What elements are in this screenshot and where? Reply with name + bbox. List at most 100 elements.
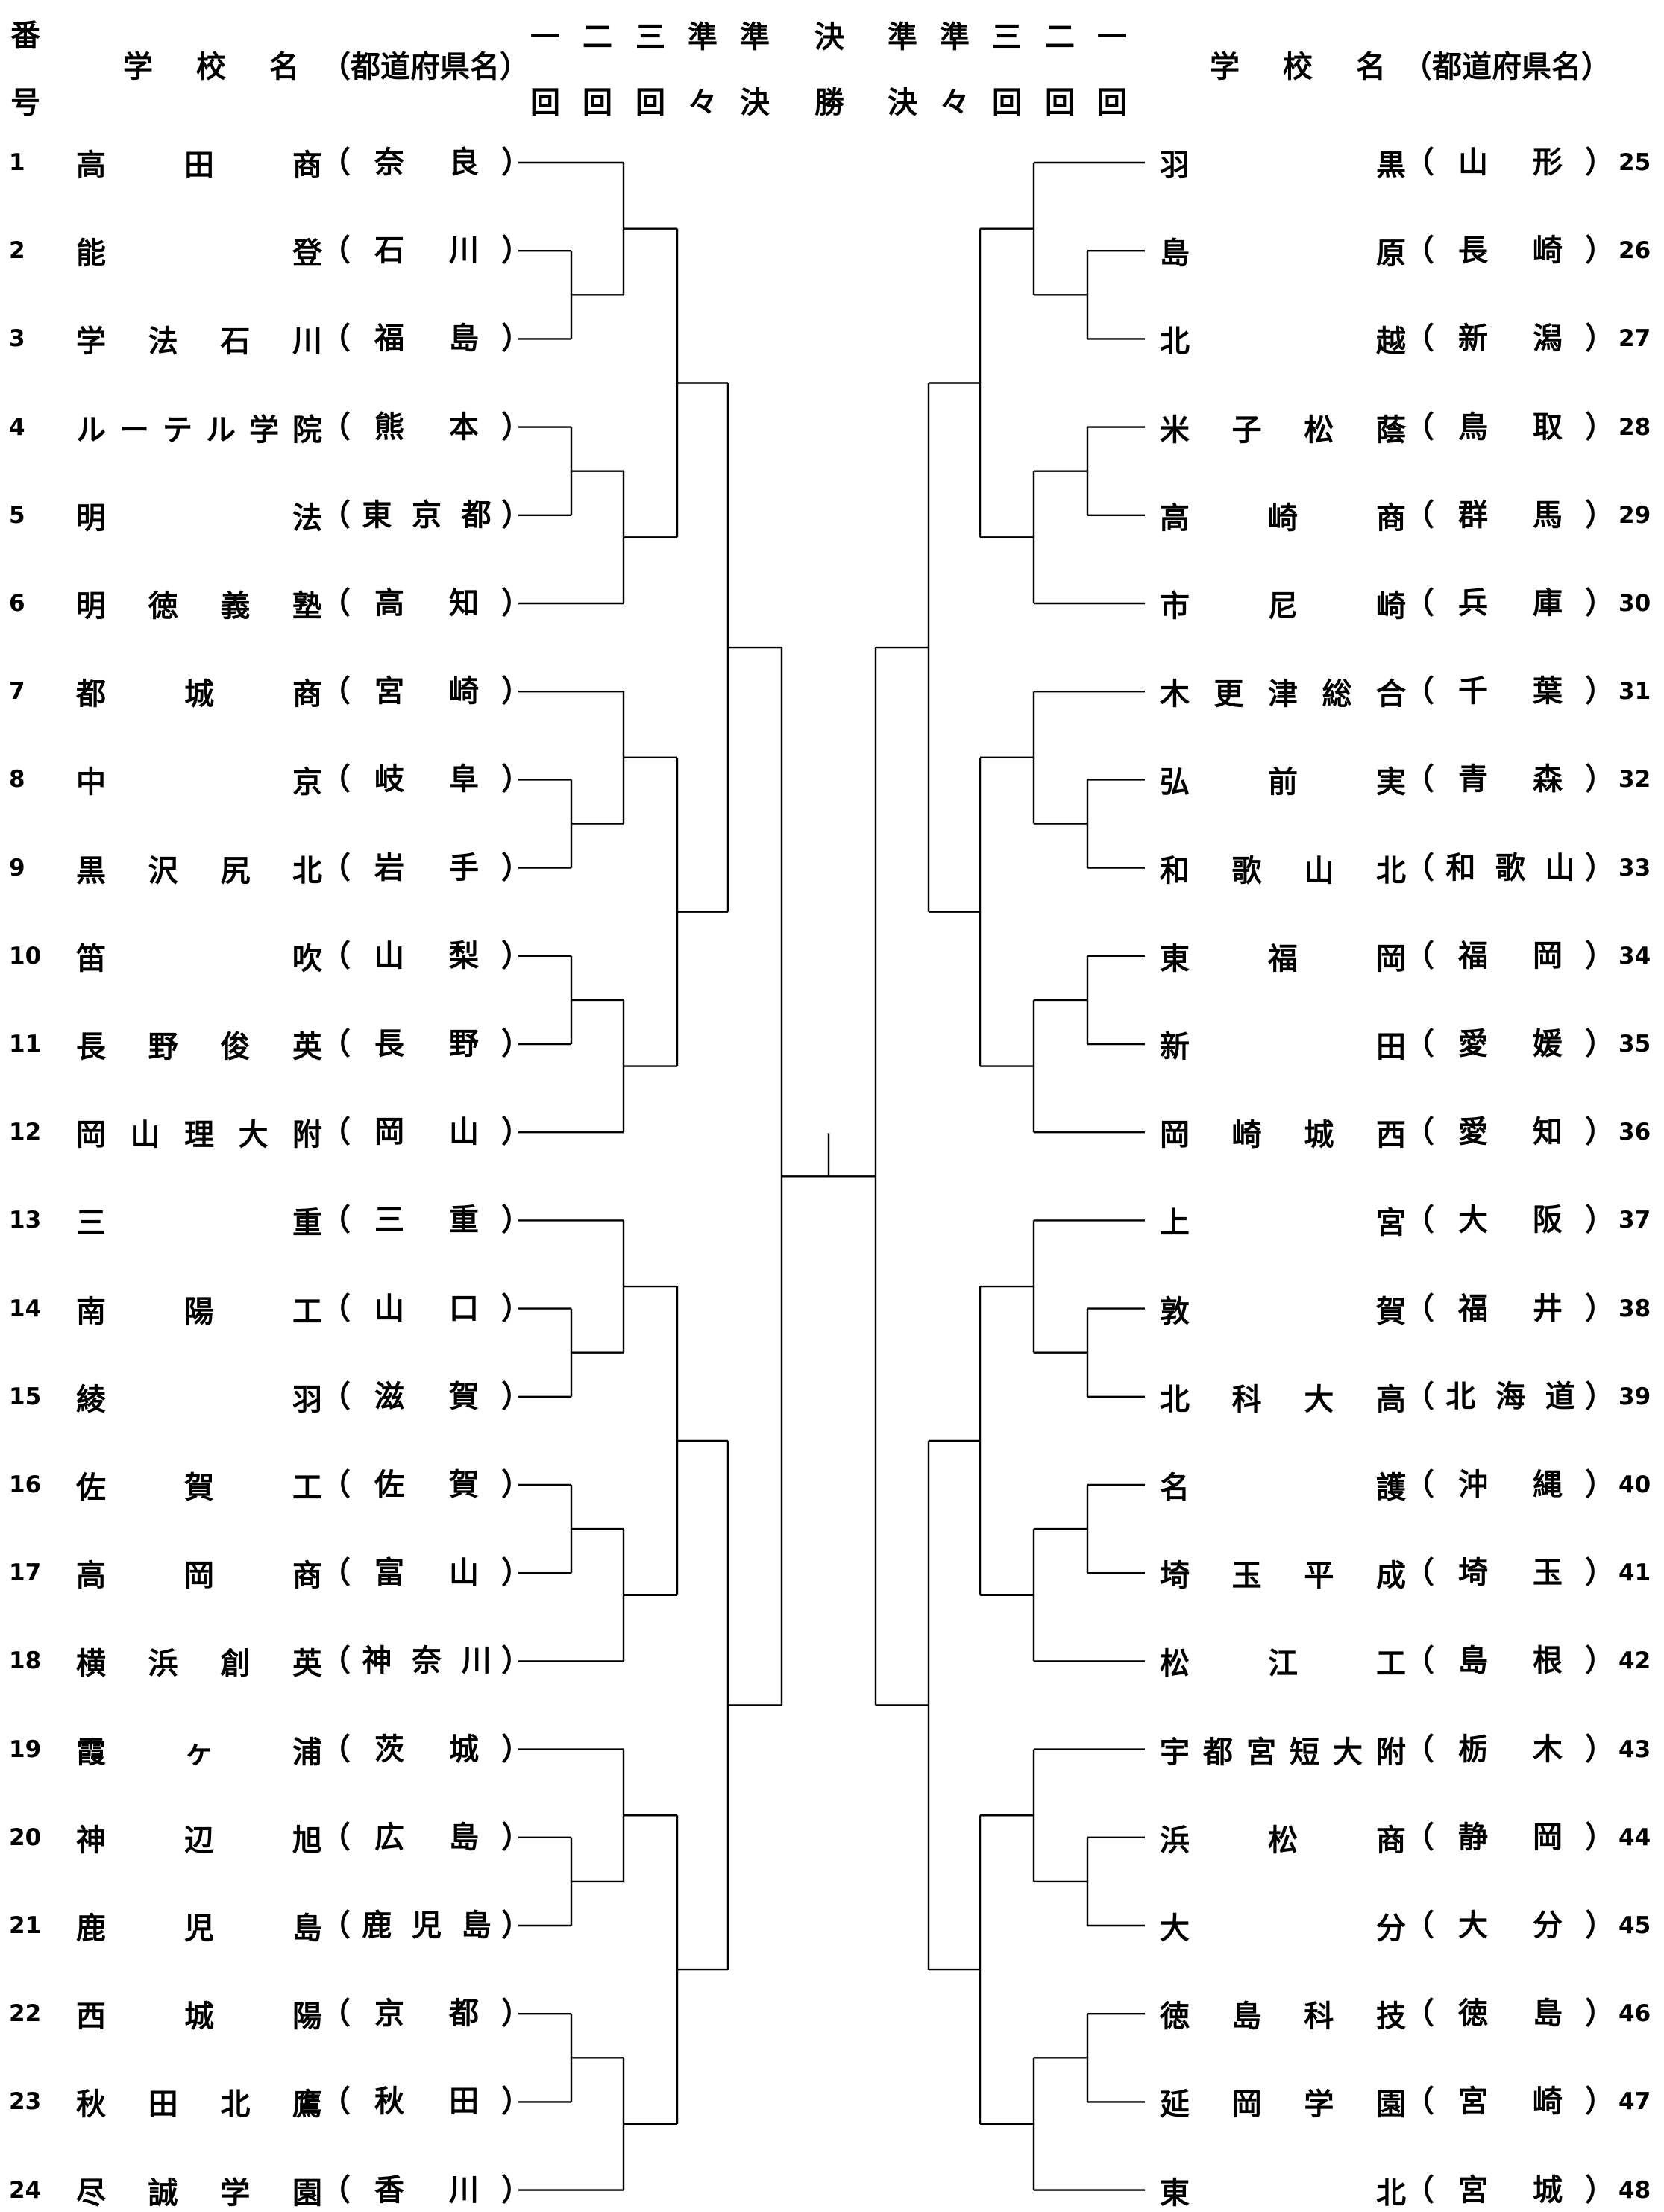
school-name: 敦賀 (1160, 1294, 1406, 1329)
team-number: 35 (1619, 1031, 1651, 1058)
school-name: 横浜創英 (76, 1647, 322, 1682)
team-number: 6 (9, 590, 25, 617)
prefecture: （福島） (321, 321, 531, 356)
prefecture: （島根） (1404, 1644, 1615, 1679)
team-number: 7 (9, 678, 25, 706)
prefecture: （石川） (321, 233, 531, 268)
team-number: 45 (1619, 1912, 1651, 1939)
prefecture: （千葉） (1404, 674, 1615, 709)
school-name: 北越 (1160, 324, 1406, 359)
team-number: 38 (1619, 1295, 1651, 1322)
team-number: 29 (1619, 501, 1651, 529)
school-name-header-left: 学 校 名 (123, 50, 315, 84)
school-name: 東北 (1160, 2175, 1406, 2211)
school-name: ルーテル学院 (76, 412, 322, 447)
team-number: 20 (9, 1823, 42, 1851)
school-name: 秋田北鷹 (76, 2087, 322, 2123)
school-name: 松江工 (1160, 1647, 1406, 1682)
school-name: 神辺旭 (76, 1823, 322, 1858)
prefecture: （奈良） (321, 145, 531, 180)
school-name: 三重 (76, 1206, 322, 1241)
team-number: 16 (9, 1471, 42, 1498)
prefecture: （埼玉） (1404, 1556, 1615, 1591)
prefecture: （和歌山） (1404, 850, 1615, 885)
prefecture: （福井） (1404, 1291, 1615, 1326)
prefecture: （愛知） (1404, 1115, 1615, 1150)
team-number: 40 (1619, 1471, 1651, 1498)
prefecture: （兵庫） (1404, 586, 1615, 620)
round-header-left-0-top: 一 (530, 20, 560, 54)
team-number: 14 (9, 1295, 42, 1322)
team-number: 10 (9, 942, 42, 970)
round-header-right-0-top: 準 (888, 20, 917, 54)
school-name: 大分 (1160, 1911, 1406, 1946)
prefecture: （岡山） (321, 1115, 531, 1150)
prefecture-header-right: （都道府県名） (1402, 50, 1611, 84)
school-name: 都城商 (76, 677, 322, 712)
team-number: 43 (1619, 1735, 1651, 1763)
round-header-left-3-bottom: 々 (688, 86, 718, 120)
team-number: 47 (1619, 2088, 1651, 2116)
team-number: 42 (1619, 1647, 1651, 1675)
round-header-right-0-bottom: 決 (888, 86, 917, 120)
school-name: 西城陽 (76, 1999, 322, 2035)
round-header-left-2-bottom: 回 (635, 86, 665, 120)
prefecture: （福岡） (1404, 938, 1615, 973)
round-header-right-1-bottom: 々 (940, 86, 970, 120)
school-name: 弘前実 (1160, 765, 1406, 800)
team-number: 13 (9, 1207, 42, 1234)
prefecture-header-left: （都道府県名） (321, 50, 530, 84)
school-name: 明徳義塾 (76, 589, 322, 623)
school-name-header-right: 学 校 名 (1210, 50, 1402, 84)
team-number: 32 (1619, 766, 1651, 794)
school-name: 埼玉平成 (1160, 1559, 1406, 1594)
round-header-left-5-bottom: 勝 (814, 86, 844, 120)
team-number: 1 (9, 149, 25, 176)
team-number: 36 (1619, 1119, 1651, 1146)
school-name: 佐賀工 (76, 1471, 322, 1505)
team-number: 33 (1619, 854, 1651, 882)
team-number: 31 (1619, 678, 1651, 706)
round-header-right-2-bottom: 回 (992, 86, 1022, 120)
number-header-bottom: 号 (10, 86, 40, 120)
prefecture: （宮崎） (321, 674, 531, 709)
team-number: 12 (9, 1119, 42, 1146)
round-header-left-0-bottom: 回 (530, 86, 560, 120)
school-name: 岡山理大附 (76, 1118, 322, 1153)
team-number: 26 (1619, 237, 1651, 265)
prefecture: （宮崎） (1404, 2084, 1615, 2120)
round-header-right-2-top: 三 (992, 20, 1022, 54)
prefecture: （群馬） (1404, 497, 1615, 532)
prefecture: （大分） (1404, 1908, 1615, 1943)
prefecture: （静岡） (1404, 1820, 1615, 1855)
prefecture: （北海道） (1404, 1379, 1615, 1414)
prefecture: （佐賀） (321, 1468, 531, 1502)
prefecture: （高知） (321, 586, 531, 620)
team-number: 28 (1619, 413, 1651, 441)
number-header-top: 番 (10, 19, 40, 53)
team-number: 34 (1619, 942, 1651, 970)
round-header-left-2-top: 三 (635, 20, 665, 54)
team-number: 39 (1619, 1383, 1651, 1410)
prefecture: （茨城） (321, 1732, 531, 1767)
prefecture: （徳島） (1404, 1996, 1615, 2032)
school-name: 尽誠学園 (76, 2175, 322, 2211)
round-header-right-4-bottom: 回 (1097, 86, 1127, 120)
school-name: 高崎商 (1160, 500, 1406, 535)
team-number: 4 (9, 413, 25, 441)
team-number: 11 (9, 1031, 42, 1058)
team-number: 22 (9, 2000, 42, 2028)
team-number: 5 (9, 501, 25, 529)
prefecture: （山梨） (321, 938, 531, 973)
team-number: 24 (9, 2176, 42, 2204)
team-number: 44 (1619, 1823, 1651, 1851)
school-name: 学法石川 (76, 324, 322, 359)
team-number: 9 (9, 854, 25, 882)
prefecture: （沖縄） (1404, 1468, 1615, 1502)
team-number: 17 (9, 1559, 42, 1587)
round-header-left-1-bottom: 回 (583, 86, 612, 120)
prefecture: （京都） (321, 1996, 531, 2032)
team-number: 30 (1619, 590, 1651, 617)
school-name: 笛吹 (76, 941, 322, 976)
